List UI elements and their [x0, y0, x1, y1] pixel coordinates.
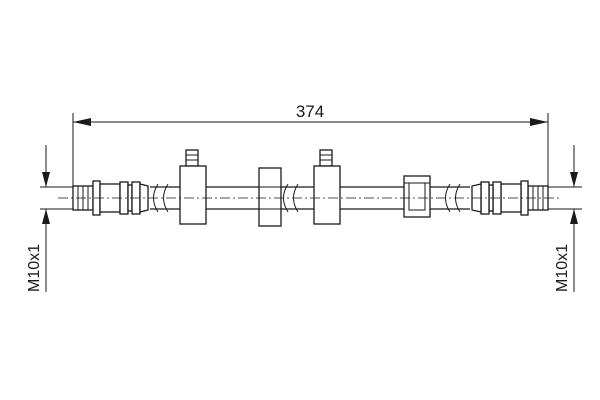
bracket-right-tab	[319, 149, 333, 167]
length-dimension: 374	[72, 102, 549, 192]
right-arrowhead	[530, 118, 548, 126]
bracket-left-tab	[185, 149, 199, 167]
clip-outer	[403, 175, 431, 218]
grommet-body	[258, 167, 282, 227]
grommet	[258, 167, 282, 227]
right-thread-label: M10x1	[554, 244, 571, 292]
bracket-right-body	[313, 165, 341, 225]
left-thread-label: M10x1	[26, 244, 43, 292]
length-label: 374	[296, 102, 324, 121]
left-thread-callout: M10x1	[26, 145, 97, 292]
bracket-right	[313, 149, 341, 225]
left-thread-arrow-bottom	[42, 209, 50, 224]
bracket-left	[179, 149, 207, 225]
left-thread-arrow-top	[42, 172, 50, 187]
hose-clip	[403, 175, 431, 218]
left-arrowhead	[73, 118, 91, 126]
right-thread-callout: M10x1	[524, 145, 582, 292]
bracket-left-body	[179, 165, 207, 225]
right-thread-arrow-bottom	[570, 209, 578, 224]
right-thread-arrow-top	[570, 172, 578, 187]
